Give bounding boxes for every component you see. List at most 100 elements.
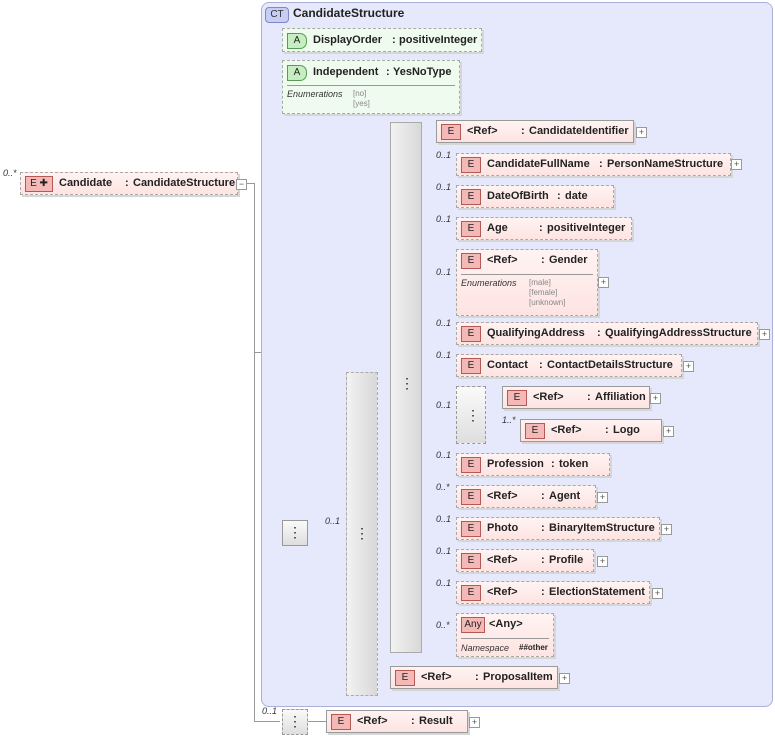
element-profession[interactable]: E Profession : token bbox=[456, 453, 610, 476]
element-type: date bbox=[565, 190, 588, 202]
separator bbox=[461, 638, 549, 639]
choice-compositor[interactable]: ⋮ bbox=[456, 386, 486, 444]
expand-icon[interactable]: + bbox=[731, 159, 742, 170]
choice-icon: ⋮ bbox=[466, 407, 480, 423]
candidate-element[interactable]: E ✚ Candidate : CandidateStructure bbox=[20, 172, 238, 195]
expand-icon[interactable]: + bbox=[759, 329, 770, 340]
element-affiliation[interactable]: E <Ref> : Affiliation bbox=[502, 386, 650, 409]
element-gender[interactable]: E <Ref> : Gender Enumerations [male] [fe… bbox=[456, 249, 598, 316]
occurrence: 0..1 bbox=[436, 214, 452, 224]
element-badge: E bbox=[507, 390, 527, 406]
element-name: Affiliation bbox=[595, 391, 646, 403]
element-logo[interactable]: E <Ref> : Logo bbox=[520, 419, 662, 442]
ref-label: <Ref> bbox=[357, 715, 388, 727]
element-name: QualifyingAddress bbox=[487, 327, 585, 339]
any-name: <Any> bbox=[489, 618, 523, 630]
type-colon: : bbox=[541, 254, 545, 266]
element-badge: E bbox=[461, 326, 481, 342]
element-name: Agent bbox=[549, 490, 581, 502]
element-name: CandidateIdentifier bbox=[529, 125, 629, 137]
type-colon: : bbox=[539, 359, 543, 371]
element-type: token bbox=[559, 458, 589, 470]
expand-icon[interactable]: + bbox=[663, 426, 674, 437]
ref-label: <Ref> bbox=[533, 391, 564, 403]
element-badge: E bbox=[461, 358, 481, 374]
type-colon: : bbox=[599, 158, 603, 170]
type-colon: : bbox=[539, 222, 543, 234]
element-agent[interactable]: E <Ref> : Agent bbox=[456, 485, 596, 508]
separator bbox=[287, 85, 455, 86]
complex-type-name: CandidateStructure bbox=[293, 6, 405, 20]
expand-icon[interactable]: + bbox=[683, 361, 694, 372]
element-election-statement[interactable]: E <Ref> : ElectionStatement bbox=[456, 581, 650, 604]
sequence-compositor[interactable]: ⋮ bbox=[282, 520, 308, 546]
choice-icon: ⋮ bbox=[355, 525, 369, 541]
occurrence: 0..1 bbox=[436, 450, 452, 460]
choice-occurrence: 0..1 bbox=[325, 516, 341, 526]
expand-icon[interactable]: + bbox=[469, 717, 480, 728]
expand-icon[interactable]: + bbox=[652, 588, 663, 599]
element-date-of-birth[interactable]: E DateOfBirth : date bbox=[456, 185, 614, 208]
occurrence: 1..* bbox=[502, 415, 516, 425]
choice-compositor[interactable]: ⋮ bbox=[346, 372, 378, 696]
expand-icon[interactable]: + bbox=[597, 556, 608, 567]
type-colon: : bbox=[521, 125, 525, 137]
expand-icon[interactable]: + bbox=[559, 673, 570, 684]
sequence-compositor[interactable]: ⋮ bbox=[390, 122, 422, 653]
type-colon: : bbox=[557, 190, 561, 202]
occurrence: 0..1 bbox=[436, 350, 452, 360]
root-occurrence: 0..* bbox=[3, 168, 17, 178]
expand-icon[interactable]: + bbox=[636, 127, 647, 138]
ref-label: <Ref> bbox=[421, 671, 452, 683]
expand-icon[interactable]: + bbox=[661, 524, 672, 535]
element-badge: E bbox=[461, 553, 481, 569]
element-type: BinaryItemStructure bbox=[549, 522, 655, 534]
enum-value: [male] bbox=[529, 278, 551, 287]
expand-icon[interactable]: + bbox=[598, 277, 609, 288]
element-result[interactable]: E <Ref> : Result bbox=[326, 710, 468, 733]
element-proposal-item[interactable]: E <Ref> : ProposalItem bbox=[390, 666, 558, 689]
element-candidate-full-name[interactable]: E CandidateFullName : PersonNameStructur… bbox=[456, 153, 731, 176]
element-type: PersonNameStructure bbox=[607, 158, 724, 170]
occurrence: 0..* bbox=[436, 620, 450, 630]
type-colon: : bbox=[551, 458, 555, 470]
attribute-type: YesNoType bbox=[393, 66, 452, 78]
element-contact[interactable]: E Contact : ContactDetailsStructure bbox=[456, 354, 682, 377]
element-badge: E bbox=[461, 157, 481, 173]
expand-icon[interactable]: + bbox=[597, 492, 608, 503]
element-photo[interactable]: E Photo : BinaryItemStructure bbox=[456, 517, 660, 540]
connector bbox=[254, 183, 255, 721]
element-name: CandidateFullName bbox=[487, 158, 590, 170]
namespace-value: ##other bbox=[519, 643, 548, 652]
sequence-compositor[interactable]: ⋮ bbox=[282, 709, 308, 735]
complex-type-badge: CT bbox=[265, 7, 289, 23]
enum-value: [unknown] bbox=[529, 298, 566, 307]
element-badge: E bbox=[441, 124, 461, 140]
connector bbox=[308, 721, 326, 722]
element-name: Age bbox=[487, 222, 508, 234]
element-age[interactable]: E Age : positiveInteger bbox=[456, 217, 632, 240]
element-candidate-identifier[interactable]: E <Ref> : CandidateIdentifier bbox=[436, 120, 634, 143]
type-colon: : bbox=[541, 554, 545, 566]
occurrence: 0..1 bbox=[436, 578, 452, 588]
ref-label: <Ref> bbox=[487, 490, 518, 502]
type-colon: : bbox=[475, 671, 479, 683]
expand-icon[interactable]: + bbox=[650, 393, 661, 404]
attribute-name: Independent bbox=[313, 66, 379, 78]
element-qualifying-address[interactable]: E QualifyingAddress : QualifyingAddressS… bbox=[456, 322, 758, 345]
separator bbox=[461, 274, 593, 275]
collapse-icon[interactable]: − bbox=[236, 179, 247, 190]
sequence-icon: ⋮ bbox=[288, 713, 302, 729]
attribute-badge: A bbox=[287, 33, 307, 49]
element-name: DateOfBirth bbox=[487, 190, 549, 202]
element-type: QualifyingAddressStructure bbox=[605, 327, 752, 339]
ref-label: <Ref> bbox=[487, 554, 518, 566]
element-profile[interactable]: E <Ref> : Profile bbox=[456, 549, 594, 572]
any-element[interactable]: Any <Any> Namespace ##other bbox=[456, 613, 554, 657]
attribute-display-order[interactable]: A DisplayOrder : positiveInteger bbox=[282, 28, 482, 52]
element-name: ElectionStatement bbox=[549, 586, 645, 598]
attribute-independent[interactable]: A Independent : YesNoType Enumerations [… bbox=[282, 60, 460, 114]
ref-label: <Ref> bbox=[487, 254, 518, 266]
element-badge: E bbox=[461, 521, 481, 537]
occurrence: 0..1 bbox=[436, 514, 452, 524]
